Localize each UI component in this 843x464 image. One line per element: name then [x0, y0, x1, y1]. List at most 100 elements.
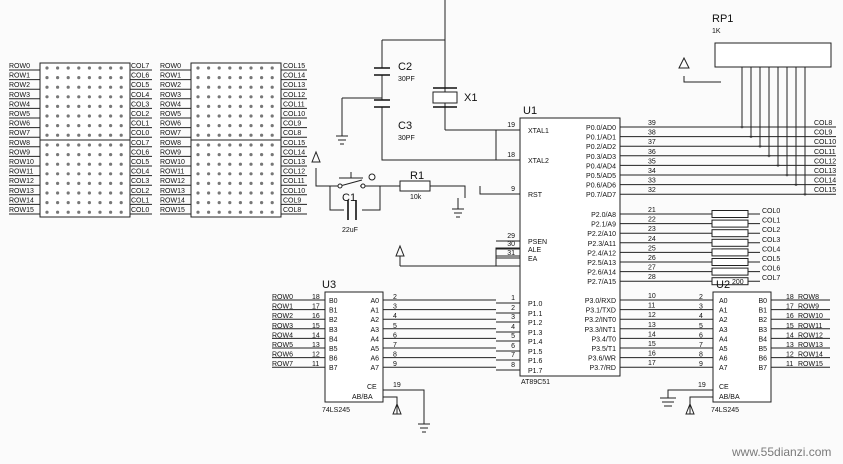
led-dot — [119, 95, 123, 99]
u3-b-pin-number: 11 — [312, 361, 319, 368]
led-dot — [238, 95, 242, 99]
u2-b-pin-number: 14 — [786, 332, 794, 339]
u2-ce-num: 19 — [698, 382, 706, 389]
led-dot — [87, 76, 91, 80]
led-dot — [45, 191, 49, 195]
watermark-text: www.55dianzi.com — [731, 445, 831, 459]
u2-a-pin-name: A3 — [719, 327, 728, 334]
led-dot — [109, 153, 113, 157]
matrix-row-label-right: ROW11 — [160, 169, 184, 176]
led-dot — [66, 143, 70, 147]
matrix-row-label-left: ROW12 — [9, 178, 34, 185]
r1-resistor-symbol — [399, 180, 431, 192]
u3-a-pin-name: A1 — [370, 308, 379, 315]
rp1-body — [714, 42, 832, 68]
led-dot — [260, 181, 264, 185]
u2-ref: U2 — [716, 279, 730, 291]
led-dot — [77, 201, 81, 205]
u3-b-pin-number: 16 — [312, 313, 320, 320]
led-dot — [109, 201, 113, 205]
led-dot — [119, 133, 123, 137]
led-dot — [217, 172, 221, 176]
u3-chip: U3 74LS245 A02A13A24A35A46A57A68A79B0ROW… — [272, 279, 496, 433]
u2-a-pin-number: 6 — [699, 332, 703, 339]
u1-right-pin-name: P0.2/AD2 — [586, 144, 616, 151]
u2-a-pin-number: 2 — [699, 294, 703, 301]
led-dot — [119, 114, 123, 118]
u3-a-pin-name: A5 — [370, 346, 379, 353]
led-matrix-block-4 — [190, 139, 282, 218]
p0-net-label: COL8 — [814, 120, 832, 127]
u3-net-label: ROW6 — [272, 352, 293, 359]
led-dot — [196, 95, 200, 99]
led-dot — [66, 76, 70, 80]
led-dot — [109, 114, 113, 118]
led-dot — [87, 153, 91, 157]
led-dot — [260, 104, 264, 108]
x1-ref: X1 — [464, 92, 477, 104]
u1-left-pin-name: P1.5 — [528, 349, 543, 356]
led-dot — [56, 124, 60, 128]
u3-b-pin-name: B4 — [329, 336, 338, 343]
u3-a-pin-name: A4 — [370, 336, 379, 343]
led-dot — [56, 104, 60, 108]
u1-right-pin-number: 25 — [648, 245, 656, 252]
u2-ce-label: CE — [719, 384, 729, 391]
led-dot — [270, 162, 274, 166]
led-dot — [249, 143, 253, 147]
led-dot — [98, 181, 102, 185]
u1-right-pin-name: P2.6/A14 — [587, 270, 616, 277]
ea-vcc-connect — [395, 244, 520, 267]
led-dot — [270, 153, 274, 157]
led-dot — [45, 181, 49, 185]
p0-net-label: COL9 — [814, 130, 832, 137]
u1-right-pin-number: 27 — [648, 265, 656, 272]
led-dot — [56, 143, 60, 147]
led-dot — [207, 201, 211, 205]
u1-right-pin-number: 16 — [648, 351, 656, 358]
u1-left-pin-name: ALE — [528, 247, 542, 254]
led-dot — [66, 210, 70, 214]
led-dot — [228, 162, 232, 166]
led-dot — [45, 104, 49, 108]
led-dot — [98, 172, 102, 176]
led-dot — [196, 201, 200, 205]
matrix-row-label-right: ROW12 — [160, 178, 185, 185]
led-dot — [217, 66, 221, 70]
u3-control-wires — [383, 389, 430, 433]
rst-connect — [479, 186, 520, 195]
p2-net-label: COL2 — [762, 227, 780, 234]
led-dot — [77, 210, 81, 214]
u3-net-label: ROW2 — [272, 313, 293, 320]
u1-ref: U1 — [523, 105, 537, 117]
matrix-col-label-left: COL3 — [131, 101, 149, 108]
p0-net-label: COL12 — [814, 158, 836, 165]
p2-net-label: COL4 — [762, 246, 780, 253]
led-dot — [98, 66, 102, 70]
u1-left-pin-name: EA — [528, 256, 538, 263]
u1-right-pin-number: 34 — [648, 168, 656, 175]
u1-right-pin-number: 23 — [648, 226, 656, 233]
led-dot — [249, 76, 253, 80]
matrix-row-label-right: ROW1 — [160, 73, 181, 80]
u1-right-pin-number: 39 — [648, 120, 656, 127]
led-dot — [270, 124, 274, 128]
u1-left-pin-name: P1.2 — [528, 320, 543, 327]
c1-ref: C1 — [342, 192, 356, 204]
u2-net-label: ROW8 — [798, 294, 819, 301]
u2-net-label: ROW13 — [798, 342, 823, 349]
led-dot — [87, 104, 91, 108]
led-dot — [109, 210, 113, 214]
led-dot — [45, 162, 49, 166]
matrix-col-label-right: COL10 — [283, 111, 305, 118]
u2-a-pin-number: 8 — [699, 352, 703, 359]
u1-right-pin-name: P2.5/A13 — [587, 260, 616, 267]
u1-right-pin-number: 37 — [648, 139, 656, 146]
led-dot — [56, 76, 60, 80]
matrix-row-label-left: ROW11 — [9, 169, 33, 176]
led-dot — [45, 153, 49, 157]
led-dot — [119, 124, 123, 128]
u3-b-pin-name: B5 — [329, 346, 338, 353]
